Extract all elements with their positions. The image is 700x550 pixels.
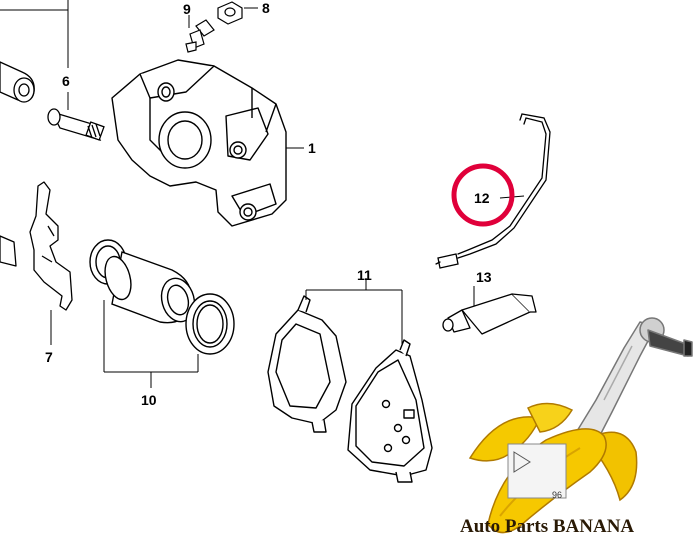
part-1-caliper-carrier[interactable] (111, 59, 287, 227)
callout-12[interactable]: 12 (474, 190, 490, 206)
banana-peel-top (526, 402, 574, 433)
part-12-wear-sensor[interactable] (435, 113, 551, 269)
callout-1[interactable]: 1 (308, 140, 316, 156)
callout-13[interactable]: 13 (476, 269, 492, 285)
label-card-code: 96 (552, 490, 562, 500)
brand-text: Auto Parts BANANA (460, 516, 634, 537)
watermark-logo: 96 Auto Parts BANANA (460, 317, 693, 537)
part-8-dust-cap[interactable] (217, 1, 243, 25)
part-11-brake-pads[interactable] (267, 295, 433, 483)
callout-10[interactable]: 10 (141, 392, 157, 408)
callout-6[interactable]: 6 (62, 73, 70, 89)
callout-11[interactable]: 11 (357, 267, 372, 283)
callout-7[interactable]: 7 (45, 349, 53, 365)
part-6-pins[interactable] (0, 61, 105, 142)
highlight-circle-part-12 (451, 163, 515, 227)
part-7-anti-rattle-spring[interactable] (0, 181, 73, 311)
part-10-piston-and-seals[interactable] (89, 239, 235, 355)
part-9-bleeder-screw[interactable] (185, 19, 215, 53)
part-label-card (507, 443, 567, 499)
banana-peel-left (468, 416, 542, 462)
part-13-grease-tube[interactable] (442, 293, 537, 335)
callout-8[interactable]: 8 (262, 0, 270, 16)
callout-9[interactable]: 9 (183, 1, 191, 17)
